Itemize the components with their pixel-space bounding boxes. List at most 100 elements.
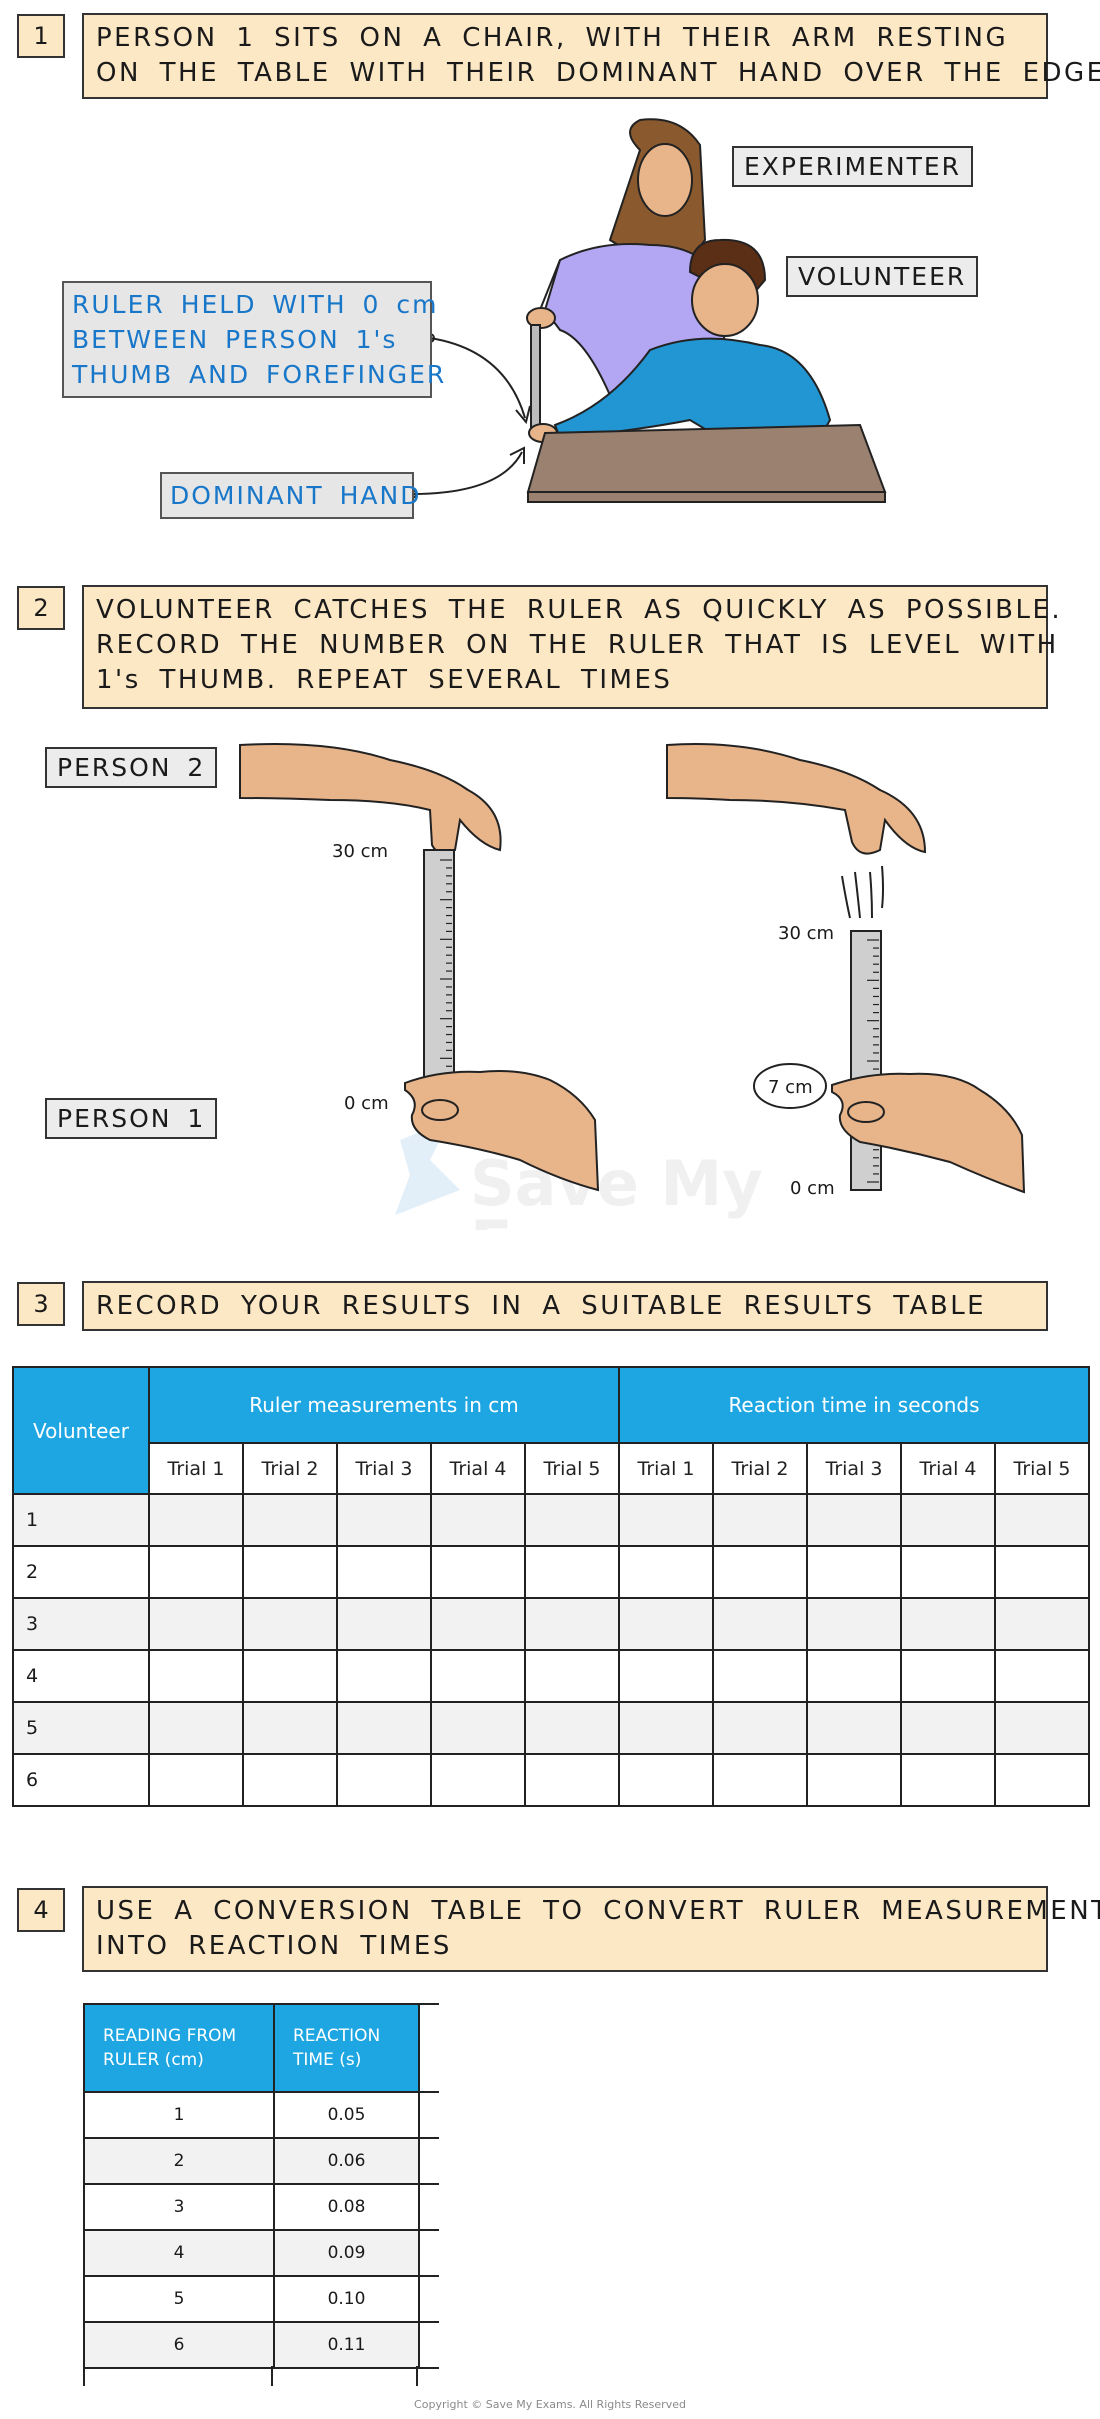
step-1-instruction: PERSON 1 SITS ON A CHAIR, WITH THEIR ARM… [82,13,1100,99]
result-cell[interactable] [430,1753,526,1807]
result-cell[interactable] [430,1545,526,1599]
trial-header: Trial 4 [430,1442,526,1495]
person-2-label: PERSON 2 [45,747,218,788]
result-cell[interactable] [430,1493,526,1547]
result-cell[interactable] [524,1545,620,1599]
result-cell[interactable] [618,1649,714,1703]
result-cell[interactable] [524,1701,620,1755]
result-cell[interactable] [900,1753,996,1807]
result-cell[interactable] [336,1545,432,1599]
volunteer-number: 3 [12,1597,150,1651]
step-3-number: 3 [17,1282,65,1326]
result-cell[interactable] [712,1597,808,1651]
reaction-time-cell: 0.08 [273,2183,420,2231]
trial-header: Trial 5 [994,1442,1090,1495]
result-cell[interactable] [618,1597,714,1651]
conversion-table-continuation [83,2366,85,2386]
result-cell[interactable] [242,1701,338,1755]
step-1-illustration [407,118,887,503]
result-cell[interactable] [712,1701,808,1755]
step1-ruler [530,324,541,434]
result-cell[interactable] [712,1493,808,1547]
result-cell[interactable] [430,1701,526,1755]
result-cell[interactable] [524,1649,620,1703]
result-cell[interactable] [712,1545,808,1599]
result-cell[interactable] [242,1493,338,1547]
result-cell[interactable] [806,1649,902,1703]
result-cell[interactable] [994,1649,1090,1703]
svg-text:0 cm: 0 cm [344,1093,389,1114]
step-2-number: 2 [17,586,65,630]
result-cell[interactable] [900,1545,996,1599]
result-cell[interactable] [900,1493,996,1547]
result-cell[interactable] [148,1649,244,1703]
result-cell[interactable] [148,1753,244,1807]
result-cell[interactable] [900,1701,996,1755]
result-cell[interactable] [148,1597,244,1651]
result-cell[interactable] [618,1701,714,1755]
result-cell[interactable] [242,1597,338,1651]
result-cell[interactable] [994,1493,1090,1547]
reaction-time-cell: 0.09 [273,2229,420,2277]
volunteer-header: Volunteer [12,1366,150,1495]
result-cell[interactable] [712,1753,808,1807]
result-cell[interactable] [712,1649,808,1703]
result-cell[interactable] [524,1753,620,1807]
result-cell[interactable] [242,1545,338,1599]
result-cell[interactable] [994,1597,1090,1651]
left-ruler [423,849,455,1106]
result-cell[interactable] [430,1649,526,1703]
dominant-hand-note: DOMINANT HAND [160,472,419,519]
result-cell[interactable] [618,1753,714,1807]
person-1-label: PERSON 1 [45,1098,218,1139]
result-cell[interactable] [242,1753,338,1807]
result-cell[interactable] [806,1701,902,1755]
svg-text:30 cm: 30 cm [332,841,388,862]
result-cell[interactable] [336,1701,432,1755]
result-cell[interactable] [336,1649,432,1703]
result-cell[interactable] [524,1493,620,1547]
result-cell[interactable] [618,1493,714,1547]
volunteer-number: 6 [12,1753,150,1807]
result-cell[interactable] [430,1597,526,1651]
result-cell[interactable] [524,1597,620,1651]
result-cell[interactable] [806,1493,902,1547]
result-cell[interactable] [806,1545,902,1599]
step-3-instruction: RECORD YOUR RESULTS IN A SUITABLE RESULT… [82,1281,1048,1331]
volunteer-number: 2 [12,1545,150,1599]
trial-header: Trial 5 [524,1442,620,1495]
trial-header: Trial 1 [148,1442,244,1495]
result-cell[interactable] [336,1597,432,1651]
reaction-time-cell: 0.06 [273,2137,420,2185]
result-cell[interactable] [900,1649,996,1703]
svg-text:Exams: Exams [470,1207,696,1230]
result-cell[interactable] [242,1649,338,1703]
step-4-number: 4 [17,1888,65,1932]
table-row: 2 [12,1545,1090,1599]
step-4-instruction: USE A CONVERSION TABLE TO CONVERT RULER … [82,1886,1100,1972]
result-cell[interactable] [148,1493,244,1547]
trial-header: Trial 1 [618,1442,714,1495]
result-cell[interactable] [336,1493,432,1547]
svg-text:0 cm: 0 cm [790,1178,835,1199]
person-2-hand-right [666,743,927,855]
result-cell[interactable] [994,1701,1090,1755]
result-cell[interactable] [336,1753,432,1807]
result-cell[interactable] [994,1545,1090,1599]
result-cell[interactable] [148,1701,244,1755]
result-cell[interactable] [806,1597,902,1651]
result-cell[interactable] [994,1753,1090,1807]
table-row: 4 [12,1649,1090,1703]
reading-cell: 6 [83,2321,275,2369]
result-cell[interactable] [618,1545,714,1599]
result-cell[interactable] [900,1597,996,1651]
result-cell[interactable] [806,1753,902,1807]
result-cell[interactable] [148,1545,244,1599]
